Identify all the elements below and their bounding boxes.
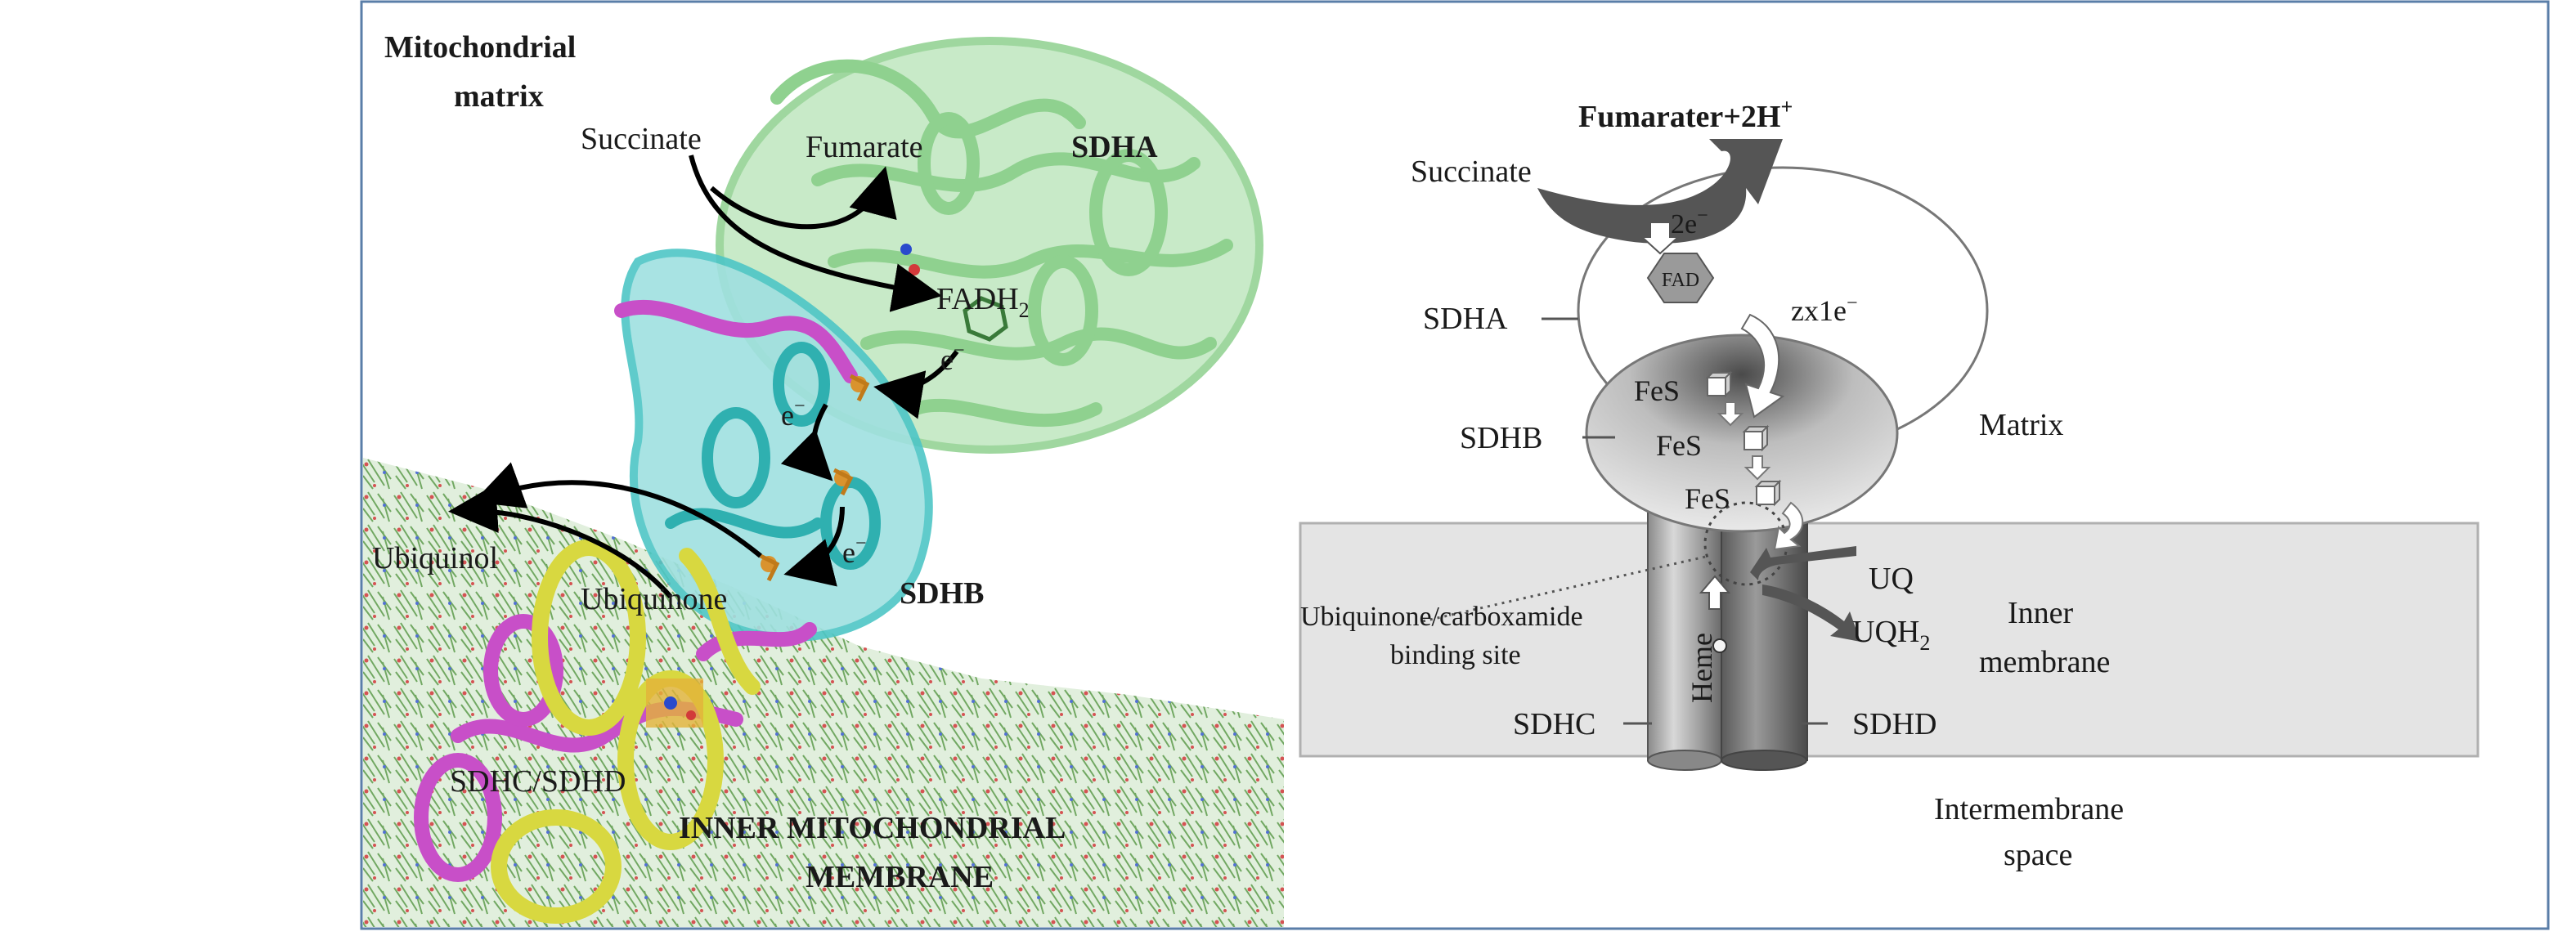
uqh2-arrow [1762,584,1860,642]
label-intermembrane-space-1: Intermembrane [1934,792,2124,826]
label-electron-1: e− [940,340,965,376]
label-2e: 2e− [1671,205,1708,240]
label-intermembrane-space-2: space [2004,838,2072,872]
label-matrix: Matrix [1979,408,2063,442]
leader-lines [1542,317,1828,725]
fes2-to-fes3-arrow [783,506,845,587]
binding-site-leader [1422,554,1710,623]
inner-membrane-band [1299,522,2480,758]
label-right-sdhb: SDHB [1460,421,1542,455]
sdhb-subunit [621,249,933,642]
fad-hexagon [1646,253,1715,303]
label-heme: Heme [1685,633,1718,703]
succinate-fumarate-arrow [1537,139,1783,244]
single-electron-arrow [1740,313,1785,419]
label-inner-membrane-1: Inner [2008,596,2074,630]
label-ubiquinol: Ubiquinol [372,541,498,575]
electron-flow-arrows [448,155,959,598]
label-zx1e: zx1e− [1791,293,1858,327]
label-inner-membrane-2: membrane [1979,645,2110,679]
label-right-sdha: SDHA [1423,302,1508,336]
label-fumarate-2h: Fumarater+2H+ [1578,95,1793,134]
label-electron-2: e− [781,396,806,432]
label-left-sdhb: SDHB [900,576,984,611]
label-left-sdha: SDHA [1071,130,1158,164]
two-electron-arrow [1640,222,1681,255]
iron-sulfur-clusters [759,374,870,582]
to-ubiquinol-arrow-1 [473,462,762,558]
label-inner-mito-membrane-2: MEMBRANE [806,860,994,894]
uq-arrow [1750,546,1856,580]
label-binding-site-2: binding site [1390,640,1521,670]
label-fadh2: FADH2 [936,282,1030,322]
label-binding-site-1: Ubiquinone/carboxamide [1300,602,1583,632]
label-mitochondrial-matrix-1: Mitochondrial [384,30,576,65]
label-inner-mito-membrane-1: INNER MITOCHONDRIAL [679,811,1066,845]
heme-up-arrow [1699,575,1731,610]
label-sdhc: SDHC [1513,707,1595,741]
figure-frame [360,0,2550,930]
label-uqh2: UQH2 [1852,615,1930,655]
label-fes-1: FeS [1634,374,1680,407]
label-ubiquinone: Ubiquinone [581,582,727,616]
label-left-succinate: Succinate [581,122,702,156]
left-panel-structure: Mitochondrial matrix Succinate Fumarate … [363,30,1284,927]
label-fes-3: FeS [1685,482,1730,515]
fes-transfer-arrows [1717,401,1804,551]
heme-cofactor [646,678,703,728]
fes-cubes [1705,370,1782,507]
right-panel-schematic: Fumarater+2H+ Succinate 2e− FAD SDHA zx1… [1299,95,2480,872]
lipid-bilayer [363,458,1284,927]
fad-to-fes1-arrow [873,350,959,419]
sdhb-schematic [1585,334,1899,533]
label-sdhc-sdhd: SDHC/SDHD [450,764,626,799]
label-electron-3: e− [842,533,867,569]
to-ubiquinol-arrow-2 [448,484,673,598]
label-uq: UQ [1869,562,1914,596]
heme-dot [1712,638,1727,653]
succinate-to-fadh-arrow [689,155,942,312]
label-mitochondrial-matrix-2: matrix [454,79,544,114]
label-fes-2: FeS [1656,429,1702,462]
label-sdhd: SDHD [1852,707,1936,741]
label-fad: FAD [1662,270,1699,291]
fes1-to-fes2-arrow [780,403,833,481]
label-right-succinate: Succinate [1411,155,1532,189]
label-left-fumarate: Fumarate [806,130,923,164]
succinate-to-fumarate-arrow [710,166,897,230]
